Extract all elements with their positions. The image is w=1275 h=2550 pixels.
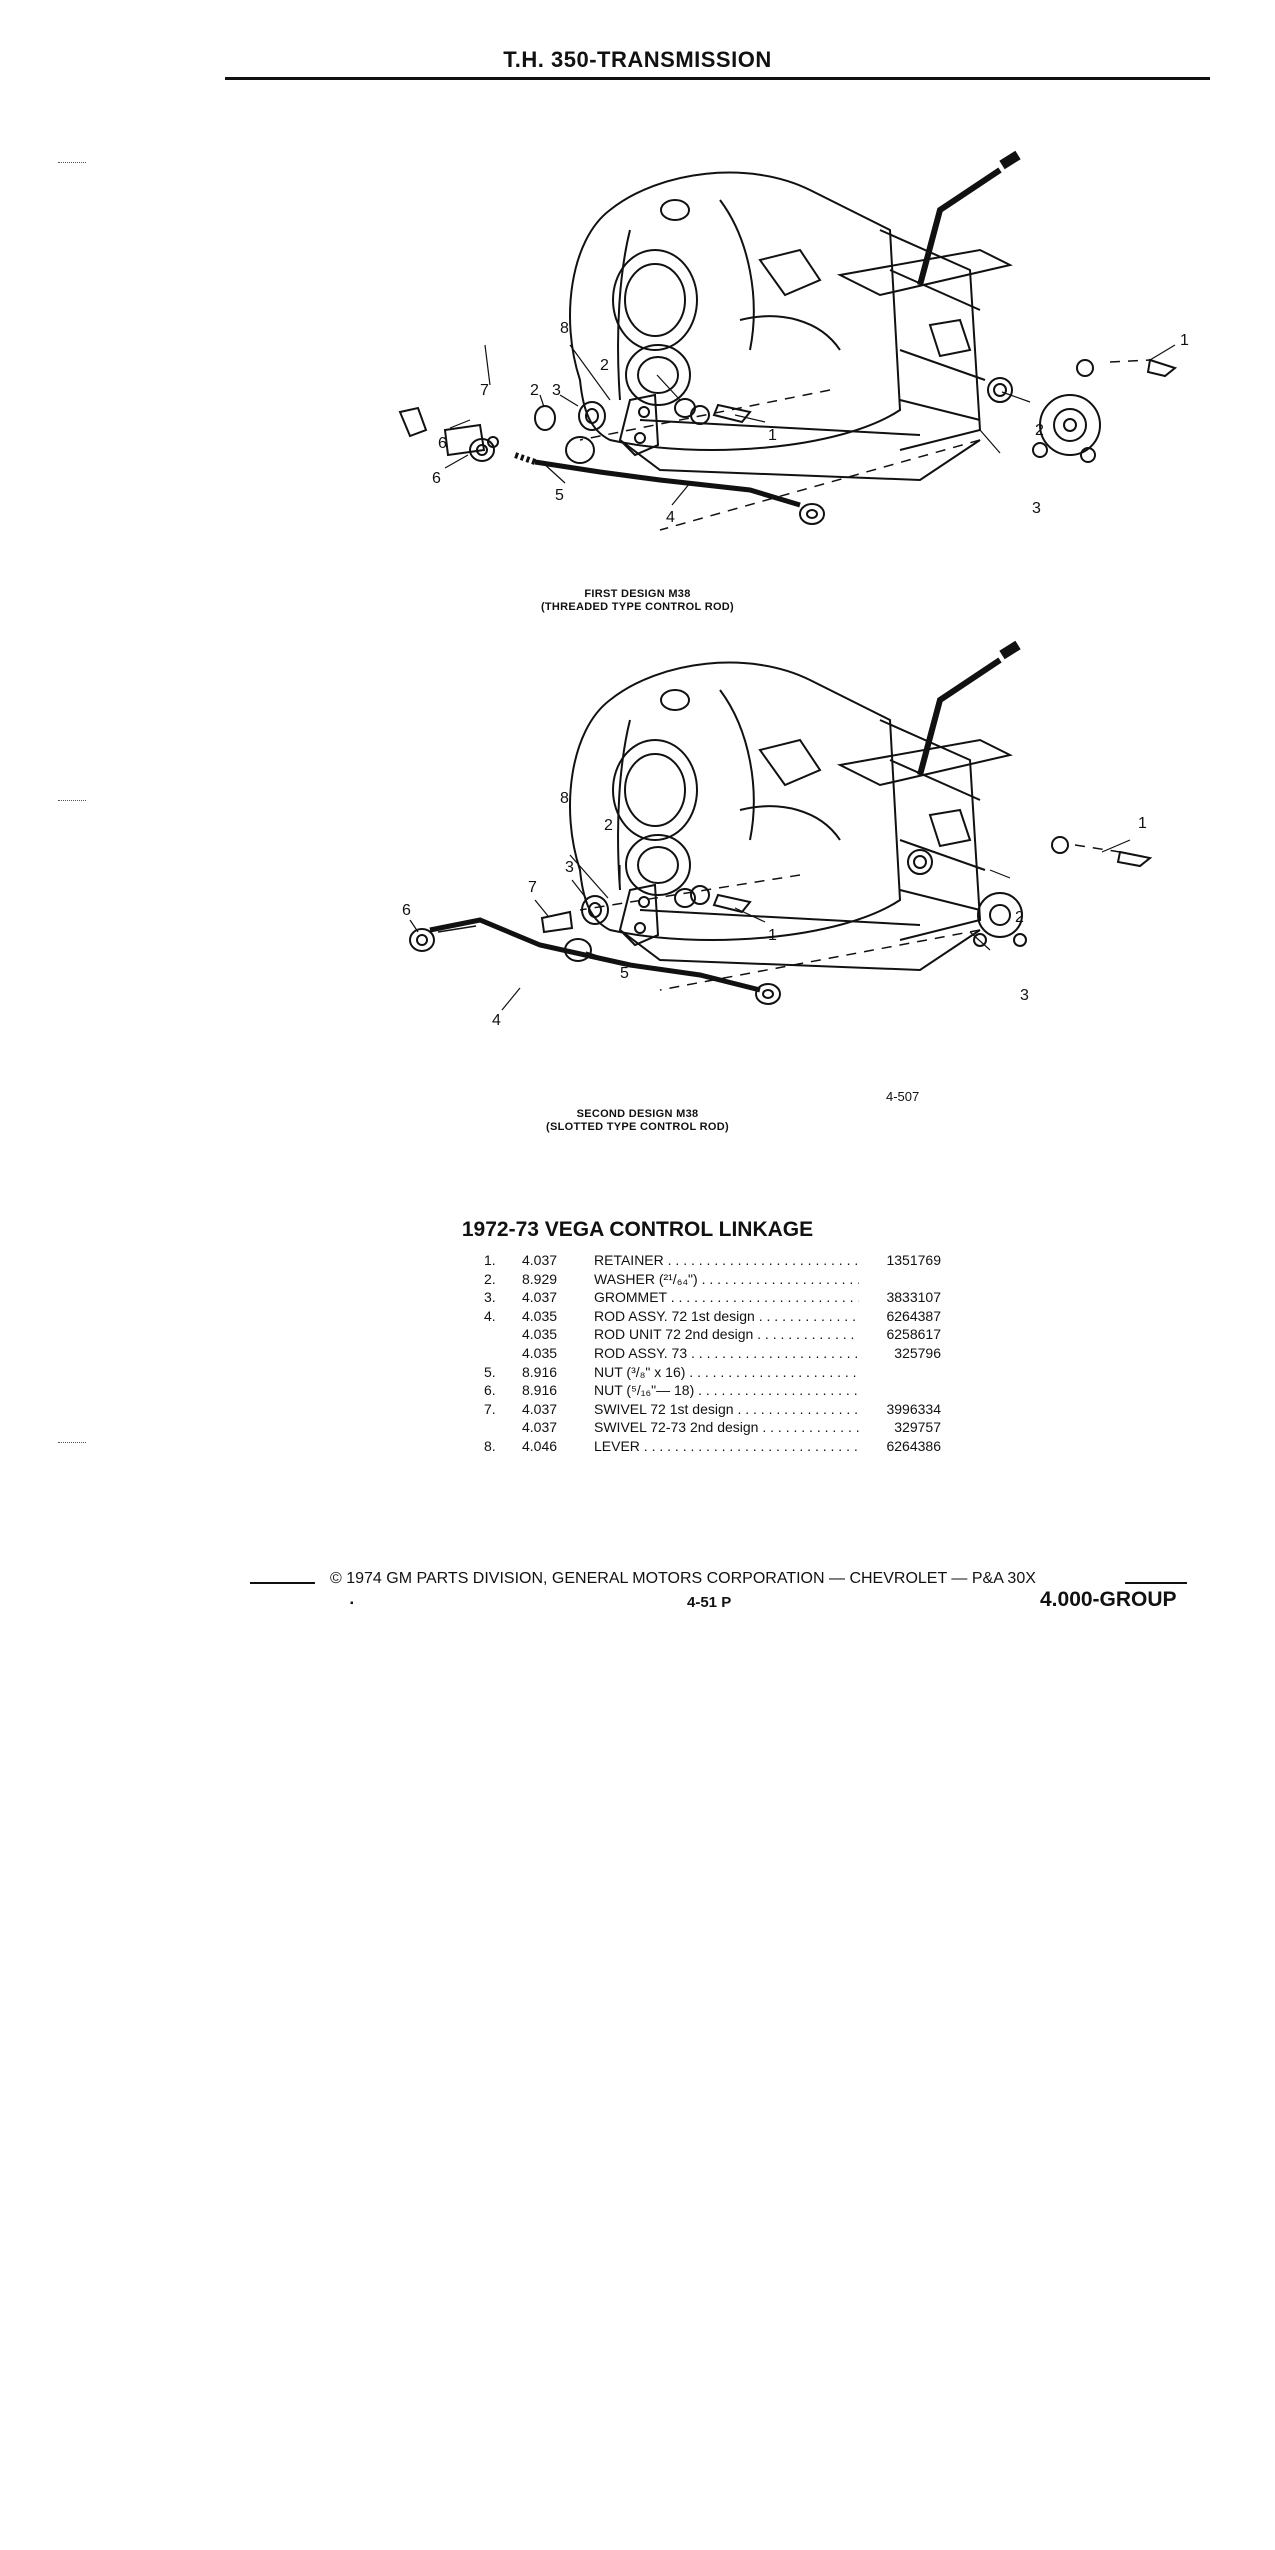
item-index: 5. (484, 1363, 496, 1380)
item-description: ROD ASSY. 72 1st design (594, 1307, 859, 1326)
caption-line: (THREADED TYPE CONTROL ROD) (540, 601, 735, 613)
group-number: 4.035 (522, 1326, 558, 1343)
parts-list-row: 5. 8.916 NUT (³/₈" x 16) (476, 1363, 956, 1382)
part-number: 6258617 (861, 1325, 941, 1344)
item-description: GROMMET (594, 1288, 859, 1307)
parts-list-row: 2. 8.929 WASHER (²¹/₆₄") (476, 1270, 956, 1289)
group-number: 4.035 (522, 1344, 558, 1361)
callout-label: 2 (1015, 909, 1024, 926)
parts-list: 1. 4.037 RETAINER1351769 2. 8.929 WASHER (²¹/… (476, 1251, 956, 1456)
margin-mark (58, 1442, 86, 1443)
callout-label: 3 (565, 859, 574, 876)
callout-label: 1 (768, 427, 777, 444)
part-number: 325796 (861, 1343, 941, 1363)
footer-copyright: © 1974 GM PARTS DIVISION, GENERAL MOTORS… (330, 1570, 1036, 1587)
callout-label: 6 (402, 902, 411, 919)
item-description: NUT (⁵/₁₆"— 18) (594, 1381, 859, 1400)
parts-list-row: 4.035 ROD ASSY. 73325796 (476, 1343, 956, 1363)
item-index: 1. (484, 1252, 496, 1268)
item-index: 8. (484, 1437, 496, 1454)
callout-label: 3 (1032, 500, 1041, 517)
part-number: 329757 (861, 1418, 941, 1437)
callout-label: 5 (620, 965, 629, 982)
callout-label: 4 (666, 509, 675, 526)
group-number: 8.916 (522, 1363, 558, 1380)
header-rule (225, 77, 1210, 80)
callout-label: 8 (560, 320, 569, 337)
footer-rule-left (250, 1582, 315, 1584)
caption-line: (SLOTTED TYPE CONTROL ROD) (546, 1121, 729, 1133)
parts-list-row: 8. 4.046 LEVER6264386 (476, 1436, 956, 1456)
callout-label: 1 (1180, 332, 1189, 349)
item-description: SWIVEL 72 1st design (594, 1400, 859, 1419)
callout-label: 1 (1138, 815, 1147, 832)
group-number: 4.035 (522, 1307, 558, 1324)
callout-label: 8 (560, 790, 569, 807)
margin-mark (58, 162, 86, 163)
margin-mark (58, 800, 86, 801)
footer-group: 4.000-GROUP (1040, 1588, 1177, 1611)
parts-list-row: 1. 4.037 RETAINER1351769 (476, 1251, 956, 1270)
item-index: 4. (484, 1307, 496, 1324)
group-number: 4.037 (522, 1419, 558, 1436)
page-header-title: T.H. 350-TRANSMISSION (503, 47, 772, 72)
footer-rule-right (1125, 1582, 1187, 1584)
parts-list-row: 3. 4.037 GROMMET3833107 (476, 1288, 956, 1307)
item-description: WASHER (²¹/₆₄") (594, 1270, 859, 1289)
item-index: 7. (484, 1400, 496, 1417)
second-design-diagram: 8 2 3 7 6 4 5 1 1 2 3 (402, 640, 1153, 1029)
caption-line: SECOND DESIGN M38 (576, 1108, 699, 1120)
callout-label: 2 (600, 357, 609, 374)
callout-label: 7 (480, 382, 489, 399)
callout-label: 2 (1035, 422, 1044, 439)
group-number: 4.037 (522, 1400, 558, 1417)
item-description: LEVER (594, 1437, 859, 1456)
parts-list-row: 7. 4.037 SWIVEL 72 1st design3996334 (476, 1399, 956, 1419)
footer-dot: ▪ (350, 1598, 354, 1609)
parts-list-row: 4.037 SWIVEL 72-73 2nd design329757 (476, 1418, 956, 1437)
callout-label: 3 (552, 382, 561, 399)
callout-label: 6 (438, 435, 447, 452)
parts-list-title: 1972-73 VEGA CONTROL LINKAGE (461, 1218, 814, 1241)
group-number: 8.916 (522, 1382, 558, 1399)
item-index: 3. (484, 1289, 496, 1306)
first-design-diagram: 8 7 2 3 2 6 6 5 4 1 1 2 3 (398, 150, 1189, 531)
figure-number: 4-507 (886, 1089, 920, 1104)
item-description: ROD ASSY. 73 (594, 1344, 859, 1363)
callout-label: 5 (555, 487, 564, 504)
part-number: 3833107 (861, 1288, 941, 1307)
part-number: 6264386 (861, 1436, 941, 1456)
parts-list-row: 4. 4.035 ROD ASSY. 72 1st design6264387 (476, 1306, 956, 1326)
part-number: 6264387 (861, 1306, 941, 1326)
callout-label: 2 (604, 817, 613, 834)
callout-label: 1 (768, 927, 777, 944)
footer-page-number: 4-51 P (687, 1594, 732, 1611)
callout-label: 4 (492, 1012, 501, 1029)
item-index: 2. (484, 1270, 496, 1287)
callout-label: 7 (528, 879, 537, 896)
figure-caption: FIRST DESIGN M38 (THREADED TYPE CONTROL … (0, 588, 1275, 614)
parts-list-row: 4.035 ROD UNIT 72 2nd design6258617 (476, 1325, 956, 1344)
callout-label: 3 (1020, 987, 1029, 1004)
group-number: 4.037 (522, 1252, 558, 1268)
item-description: NUT (³/₈" x 16) (594, 1363, 859, 1382)
item-description: ROD UNIT 72 2nd design (594, 1325, 859, 1344)
part-number: 3996334 (861, 1399, 941, 1419)
item-description: RETAINER (594, 1251, 859, 1270)
part-number: 1351769 (861, 1251, 941, 1270)
group-number: 8.929 (522, 1270, 558, 1287)
item-index: 6. (484, 1382, 496, 1399)
callout-label: 6 (432, 470, 441, 487)
group-number: 4.046 (522, 1437, 558, 1454)
item-description: SWIVEL 72-73 2nd design (594, 1418, 859, 1437)
caption-line: FIRST DESIGN M38 (584, 588, 691, 600)
group-number: 4.037 (522, 1289, 558, 1306)
figure-caption: SECOND DESIGN M38 (SLOTTED TYPE CONTROL … (0, 1108, 1275, 1134)
parts-list-row: 6. 8.916 NUT (⁵/₁₆"— 18) (476, 1381, 956, 1400)
callout-label: 2 (530, 382, 539, 399)
